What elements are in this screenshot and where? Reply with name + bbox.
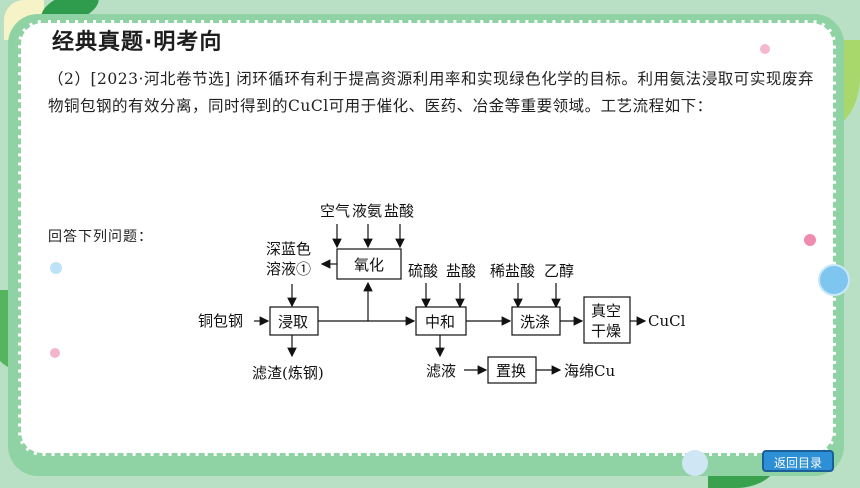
decor-dot-pink-3 — [50, 348, 60, 358]
box-dry — [583, 296, 631, 344]
label-neutralize: 中和 — [425, 313, 455, 331]
question-prompt: 回答下列问题： — [48, 229, 153, 245]
question-text: （2）[2023·河北卷节选] 闭环循环有利于提高资源利用率和实现绿色化学的目标… — [48, 70, 814, 115]
box-oxidation — [336, 248, 402, 280]
label-oxidation: 氧化 — [354, 256, 384, 274]
label-solution-line1: 深蓝色 — [266, 240, 311, 258]
label-dilute-hcl: 稀盐酸 — [490, 262, 535, 280]
label-sulfuric: 硫酸 — [408, 262, 438, 280]
decor-dot-lightblue — [50, 262, 62, 274]
slide-title: 经典真题·明考向 — [52, 30, 223, 55]
label-leach: 浸取 — [278, 313, 308, 331]
decor-dot-blue-2 — [682, 450, 708, 476]
decor-dot-pink-2 — [804, 234, 816, 246]
label-dry-line1: 真空 — [591, 302, 621, 320]
label-residue: 滤渣(炼钢) — [252, 364, 324, 382]
box-neutralize — [415, 306, 467, 336]
decor-dot-blue — [818, 264, 850, 296]
label-replace: 置换 — [496, 362, 526, 380]
label-start-material: 铜包钢 — [198, 312, 243, 330]
box-leach — [269, 306, 319, 336]
label-air: 空气 — [320, 202, 350, 220]
label-filtrate: 滤液 — [426, 362, 456, 380]
box-replace — [487, 356, 537, 384]
label-wash: 洗涤 — [520, 313, 550, 331]
content-card — [18, 20, 836, 456]
label-ammonia: 液氨 — [352, 202, 382, 220]
label-hcl-top: 盐酸 — [384, 202, 414, 220]
box-wash — [511, 306, 561, 336]
label-hcl-mid: 盐酸 — [446, 262, 476, 280]
label-sponge-cu: 海绵Cu — [564, 362, 615, 380]
label-solution-line2: 溶液① — [266, 260, 311, 278]
decor-dot-pink — [760, 44, 770, 54]
back-to-contents-button[interactable]: 返回目录 — [762, 450, 834, 472]
label-product: CuCl — [648, 312, 686, 330]
label-ethanol: 乙醇 — [544, 262, 574, 280]
label-dry-line2: 干燥 — [591, 322, 621, 340]
